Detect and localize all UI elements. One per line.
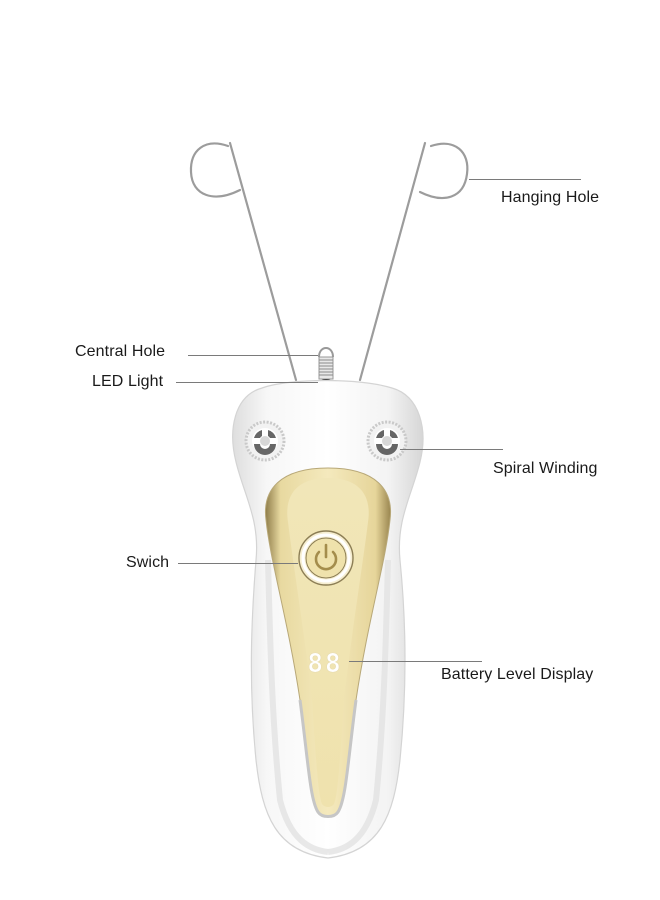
label-switch: Swich [126, 554, 170, 571]
spiral-winding-left [244, 420, 286, 462]
leader-switch [178, 563, 298, 565]
leader-spiral-winding [400, 449, 503, 451]
label-central-hole: Central Hole [75, 343, 166, 360]
leader-battery-display [349, 661, 482, 663]
label-battery-level-display: Battery Level Display [441, 666, 594, 683]
leader-central-hole [188, 355, 318, 357]
leader-led-light [176, 382, 318, 384]
power-switch-button[interactable] [298, 530, 354, 586]
label-hanging-hole: Hanging Hole [501, 189, 600, 206]
power-icon [314, 543, 338, 571]
label-spiral-winding: Spiral Winding [493, 460, 598, 477]
battery-digits: 88 [307, 649, 342, 679]
battery-level-display: 88 [307, 649, 342, 680]
label-led-light: LED Light [92, 373, 164, 390]
leader-hanging-hole [469, 179, 581, 181]
central-hole-spring [318, 347, 334, 385]
spiral-winding-right [366, 420, 408, 462]
thread-wires [189, 141, 469, 382]
